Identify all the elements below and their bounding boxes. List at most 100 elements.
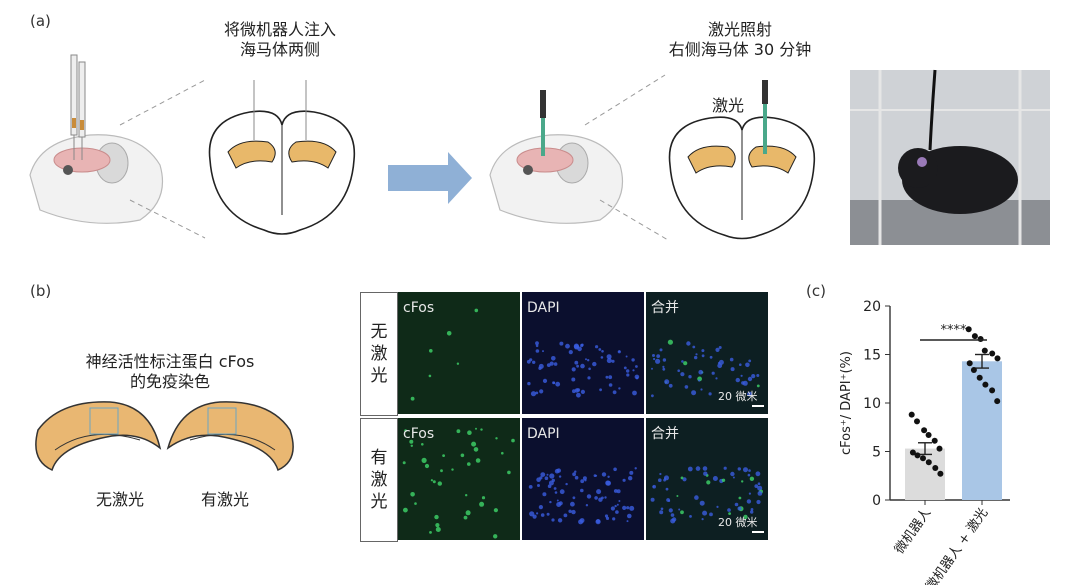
cell-dot	[549, 473, 555, 479]
cell-dot	[748, 492, 752, 495]
col-label-cfos-1: cFos	[403, 300, 434, 316]
cell-dot	[662, 367, 666, 371]
mouse-head-left	[29, 134, 164, 224]
cell-dot	[747, 473, 751, 477]
cell-dot	[680, 476, 684, 480]
col-label-merge-2: 合并	[651, 426, 679, 442]
row-label-no-laser: 无 激 光	[360, 292, 398, 416]
cell-dot	[721, 478, 726, 482]
cell-dot	[435, 523, 440, 528]
cell-dot	[601, 496, 604, 500]
cell-dot	[538, 366, 542, 370]
cell-dot	[580, 488, 584, 493]
cell-dot	[747, 391, 753, 397]
cell-dot	[601, 472, 607, 477]
data-point	[971, 333, 978, 340]
cell-dot	[440, 469, 443, 473]
cell-dot	[627, 513, 632, 519]
cell-dot	[600, 356, 604, 359]
cell-dot	[683, 361, 688, 366]
cell-dot	[727, 508, 731, 512]
data-point	[989, 350, 996, 357]
col-label-merge-1: 合并	[651, 300, 679, 316]
cell-dot	[632, 390, 637, 396]
cell-dot	[728, 512, 731, 515]
cell-dot	[585, 504, 589, 507]
cell-dot	[475, 458, 481, 463]
cell-dot	[555, 381, 561, 387]
cell-dot	[410, 396, 415, 401]
cell-dot	[717, 363, 723, 369]
cell-dot	[651, 394, 654, 398]
cell-dot	[495, 437, 498, 440]
cell-dot	[586, 494, 592, 499]
panel-b-title-line2: 的免疫染色	[129, 372, 210, 391]
panel-c-label: (c)	[806, 282, 826, 300]
cell-dot	[481, 496, 486, 500]
cell-dot	[474, 308, 479, 313]
cell-dot	[635, 365, 638, 368]
cell-dot	[571, 367, 576, 372]
cell-dot	[751, 374, 756, 379]
cell-dot	[658, 478, 662, 483]
cell-dot	[634, 467, 637, 470]
cell-dot	[402, 461, 406, 465]
cell-dot	[749, 476, 755, 481]
cell-dot	[677, 369, 680, 373]
cell-dot	[465, 494, 468, 497]
cell-dot	[587, 376, 591, 380]
cell-dot	[625, 355, 628, 358]
cell-dot	[700, 388, 703, 391]
cell-dot	[475, 427, 477, 430]
cell-dot	[680, 510, 684, 515]
bar	[962, 361, 1002, 500]
scale-bar-label-1: 20 微米	[718, 389, 758, 403]
laser-label: 激光	[711, 96, 744, 115]
cell-dot	[607, 475, 610, 478]
cell-dot	[652, 354, 655, 357]
cell-dot	[694, 495, 699, 500]
cell-dot	[579, 518, 585, 523]
cell-dot	[622, 505, 627, 510]
data-point	[989, 387, 996, 394]
cell-dot	[532, 360, 536, 364]
cell-dot	[604, 496, 607, 499]
cell-dot	[662, 365, 665, 368]
micro-no-laser-cfos	[398, 292, 520, 414]
cell-dot	[692, 345, 696, 349]
cell-dot	[580, 479, 585, 484]
cell-dot	[632, 369, 635, 372]
y-tick-label: 10	[863, 396, 881, 412]
scale-bar-label-2: 20 微米	[718, 515, 758, 529]
x-tick-label: 微机器人	[892, 506, 934, 557]
cell-dot	[734, 502, 739, 507]
cell-dot	[698, 379, 701, 382]
cell-dot	[528, 485, 533, 489]
cell-dot	[556, 468, 561, 473]
micro-laser-cfos	[398, 418, 520, 540]
cell-dot	[732, 476, 735, 479]
cell-dot	[460, 453, 465, 458]
cell-dot	[698, 369, 703, 375]
mouse-head-right	[489, 134, 624, 224]
cell-dot	[544, 476, 549, 481]
cell-dot	[595, 345, 599, 349]
step2-caption: 激光照射 右侧海马体 30 分钟	[640, 20, 840, 60]
cell-dot	[635, 377, 639, 380]
cell-dot	[576, 364, 579, 368]
cell-dot	[626, 373, 630, 377]
cell-dot	[671, 517, 677, 522]
data-point	[909, 449, 916, 456]
cell-dot	[576, 392, 581, 398]
cell-dot	[565, 482, 568, 486]
cell-dot	[605, 480, 611, 486]
cell-dot	[424, 463, 430, 469]
cell-dot	[659, 472, 662, 476]
cell-dot	[739, 363, 742, 367]
cell-dot	[574, 360, 579, 365]
col-label-cfos-2: cFos	[403, 426, 434, 442]
cell-dot	[535, 341, 539, 346]
cell-dot	[568, 509, 572, 513]
significance-stars: ****	[941, 323, 968, 338]
